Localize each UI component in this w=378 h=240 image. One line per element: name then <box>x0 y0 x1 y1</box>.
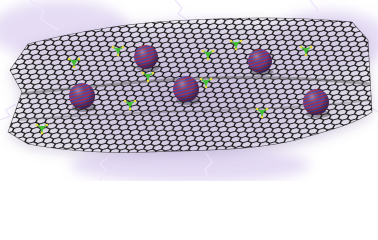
dopant-cluster <box>299 45 313 57</box>
dopant-cluster <box>229 39 243 51</box>
dopant-cluster <box>67 57 81 69</box>
dopant-cluster <box>199 77 213 89</box>
dopant-cluster <box>141 71 155 83</box>
dopant-layer <box>35 39 313 135</box>
dopant-cluster <box>255 107 269 119</box>
scene <box>0 0 378 181</box>
nanoparticle <box>303 89 331 118</box>
nanoparticle-layer <box>69 45 331 118</box>
dopant-cluster <box>35 123 49 135</box>
dopant-cluster <box>201 49 215 61</box>
nanoparticle <box>248 49 274 76</box>
nanoparticle <box>69 83 97 112</box>
dopant-cluster <box>111 45 125 57</box>
dopant-cluster <box>123 99 137 111</box>
nanoparticle <box>134 45 160 72</box>
nanoparticle <box>173 76 201 105</box>
